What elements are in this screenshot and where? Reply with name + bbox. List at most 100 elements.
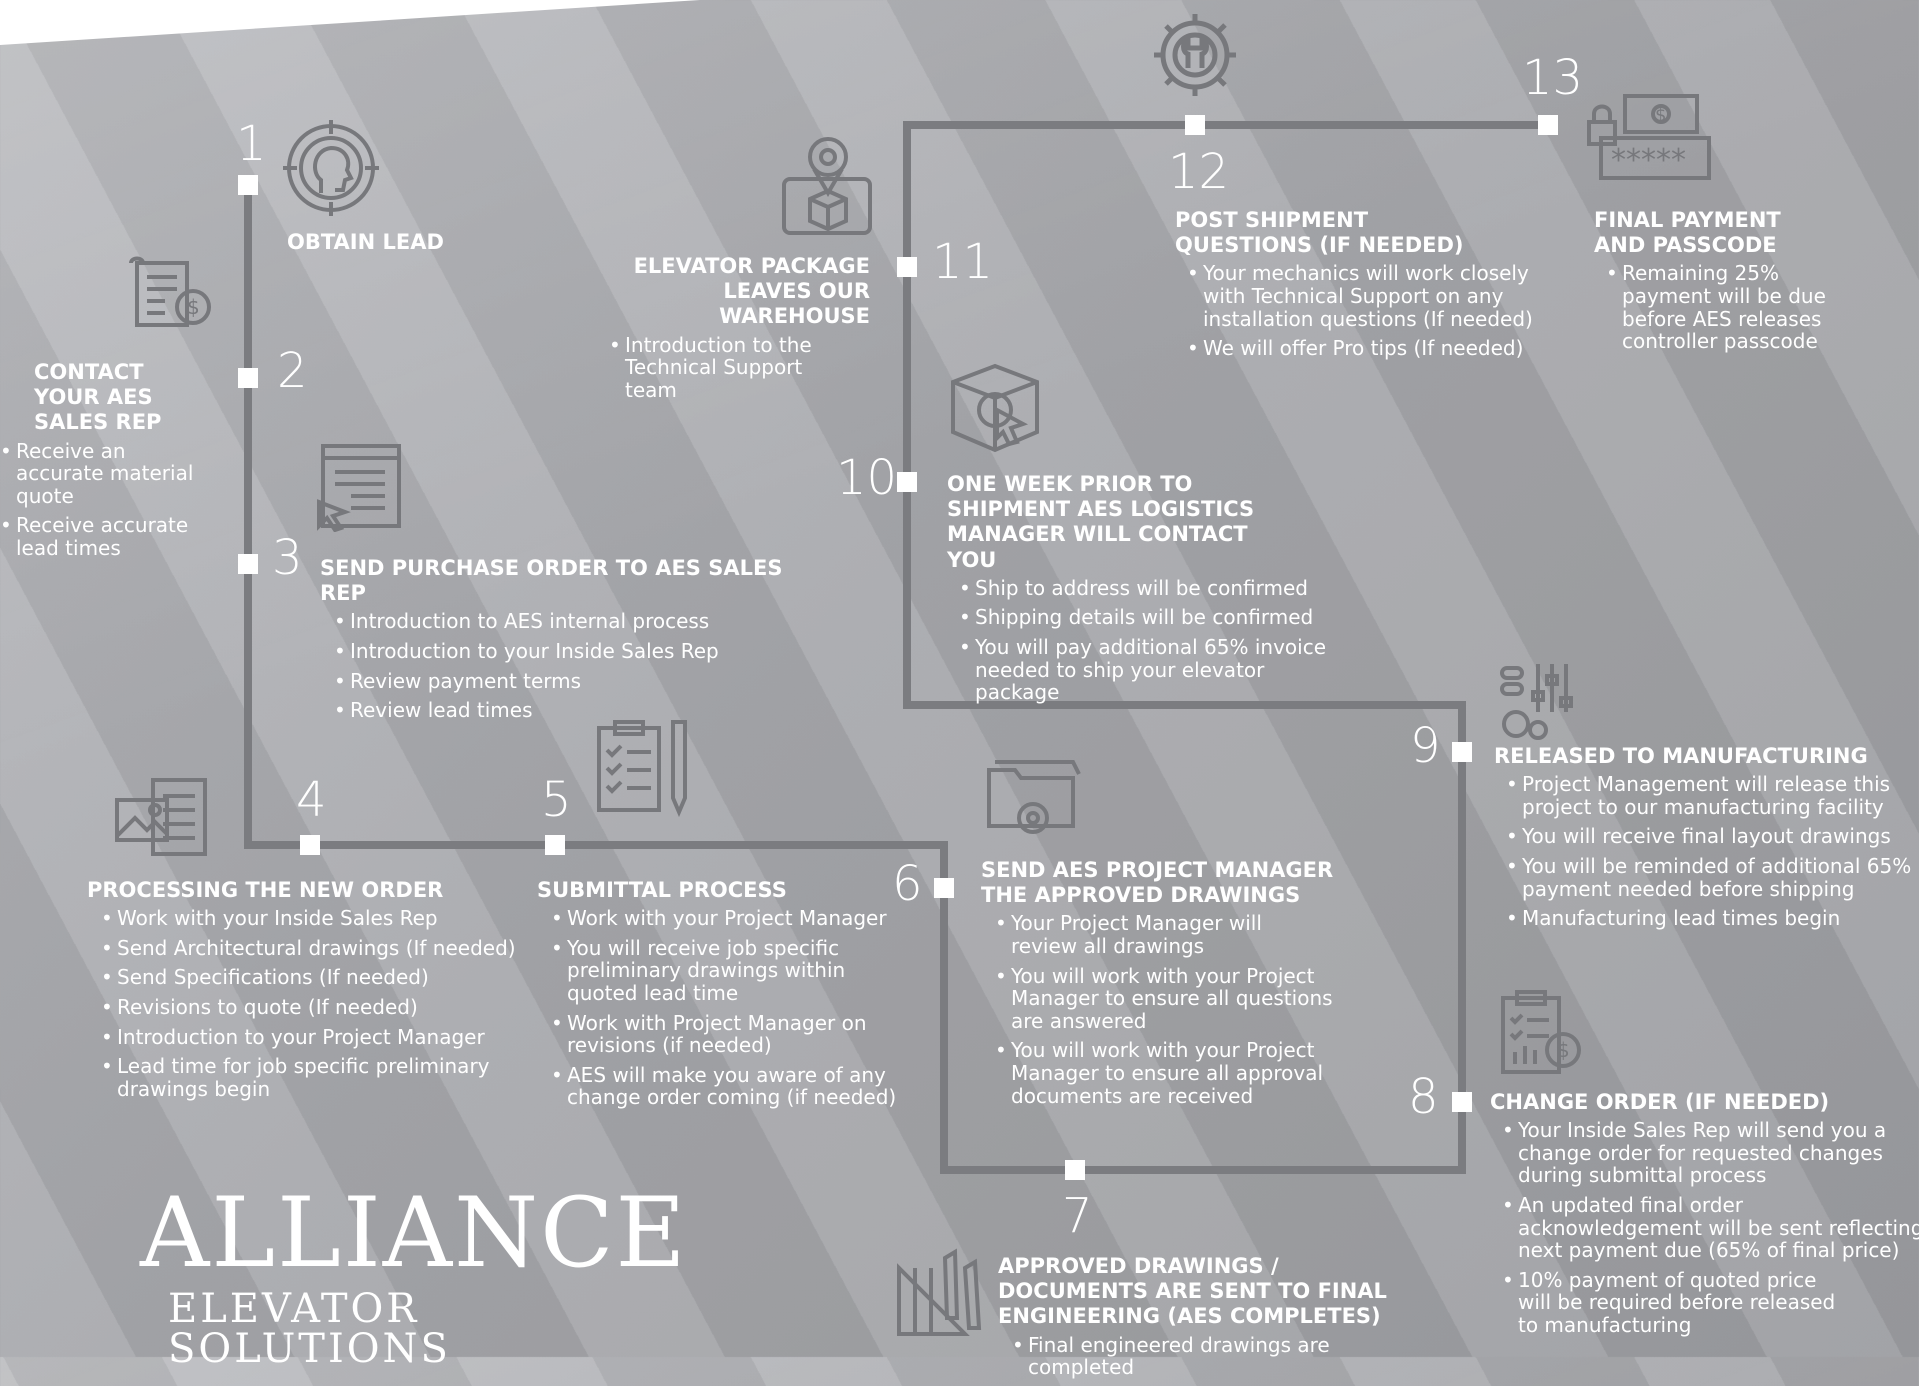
step-9-bullet: You will receive final layout drawings	[1506, 825, 1919, 848]
step-3-title: SEND PURCHASE ORDER TO AES SALES REP	[320, 556, 783, 606]
step-13-title: FINAL PAYMENT AND PASSCODE	[1594, 208, 1781, 258]
step-7-bullet: Final engineered drawings are completed	[1012, 1333, 1438, 1379]
step-9-title: RELEASED TO MANUFACTURING	[1494, 744, 1868, 768]
step-10-title: ONE WEEK PRIOR TO SHIPMENT AES LOGISTICS…	[947, 472, 1255, 572]
step-3-bullet: Introduction to your Inside Sales Rep	[334, 640, 800, 663]
process-path	[244, 121, 1548, 1174]
step-13-number: 13	[1522, 50, 1584, 106]
step-3-bullet: Introduction to AES internal process	[334, 610, 800, 633]
step-6-bullet: Your Project Manager will review all dra…	[995, 912, 1311, 957]
step-4-bullet: Work with your Inside Sales Rep	[101, 907, 527, 930]
step-5-bullet: Work with your Project Manager	[551, 907, 907, 930]
step-10-number: 10	[836, 450, 898, 506]
step-1-number: 1	[236, 116, 267, 172]
step-4-title: PROCESSING THE NEW ORDER	[87, 878, 444, 902]
step-8-bullet: An updated final order acknowledgement w…	[1502, 1194, 1919, 1262]
gears-sliders-icon	[1500, 664, 1573, 740]
step-3-block: SEND PURCHASE ORDER TO AES SALES REP Int…	[320, 556, 800, 729]
step-2-bullet: Receive accurate lead times	[0, 514, 216, 559]
step-4-bullet: Send Architectural drawings (If needed)	[101, 937, 527, 960]
svg-text:$: $	[187, 295, 200, 319]
step-12-node	[1185, 115, 1205, 135]
step-2-title: CONTACT YOUR AES SALES REP	[34, 360, 162, 435]
step-9-node	[1452, 742, 1472, 762]
step-8-title: CHANGE ORDER (IF NEEDED)	[1490, 1090, 1830, 1114]
logo-name: ALLIANCE	[140, 1177, 688, 1289]
step-12-bullet: We will offer Pro tips (If needed)	[1187, 337, 1545, 360]
step-10-block: ONE WEEK PRIOR TO SHIPMENT AES LOGISTICS…	[947, 472, 1347, 711]
step-6-bullet: You will work with your Project Manager …	[995, 964, 1341, 1033]
step-10-node	[897, 472, 917, 492]
step-1-title: OBTAIN LEAD	[287, 230, 444, 254]
step-1-block: OBTAIN LEAD	[287, 230, 507, 259]
step-4-bullet: Introduction to your Project Manager	[101, 1025, 527, 1049]
svg-text:$: $	[1557, 1038, 1570, 1062]
step-2-node	[238, 368, 258, 388]
step-6-node	[934, 878, 954, 898]
step-5-bullet: AES will make you aware of any change or…	[551, 1063, 907, 1109]
folder-gear-icon	[987, 760, 1081, 834]
step-5-bullet: Work with Project Manager on revisions (…	[551, 1011, 887, 1057]
gear-wrench-icon	[1154, 14, 1236, 96]
phone-location-box-icon	[782, 137, 872, 235]
step-12-title: POST SHIPMENT QUESTIONS (IF NEEDED)	[1175, 208, 1464, 258]
step-7-node	[1065, 1160, 1085, 1180]
step-12-block: POST SHIPMENT QUESTIONS (IF NEEDED) Your…	[1175, 208, 1545, 367]
step-1-node	[238, 175, 258, 195]
cash-lock-icon: $ *****	[1587, 94, 1711, 180]
step-2-block: CONTACT YOUR AES SALES REP Receive an ac…	[0, 360, 230, 567]
step-4-node	[300, 835, 320, 855]
logo-subtitle: ELEVATOR SOLUTIONS	[168, 1286, 451, 1372]
step-11-title: ELEVATOR PACKAGE LEAVES OUR WAREHOUSE	[633, 254, 870, 329]
step-4-number: 4	[296, 772, 327, 828]
step-3-bullet: Review payment terms	[334, 669, 800, 693]
step-13-node	[1538, 115, 1558, 135]
step-6-title: SEND AES PROJECT MANAGER THE APPROVED DR…	[981, 858, 1334, 908]
drafting-tools-icon	[897, 1248, 982, 1336]
clipboard-dollar-icon: $	[1501, 990, 1581, 1074]
svg-text:*****: *****	[1611, 143, 1686, 178]
browser-cursor-icon	[317, 444, 401, 532]
step-5-block: SUBMITTAL PROCESS Work with your Project…	[537, 878, 907, 1116]
step-4-bullet: Send Specifications (If needed)	[101, 966, 527, 989]
step-9-bullet: You will be reminded of additional 65% p…	[1506, 855, 1919, 900]
step-10-bullet: Ship to address will be confirmed	[959, 577, 1347, 600]
step-4-bullet: Revisions to quote (If needed)	[101, 996, 527, 1019]
step-11-node	[897, 257, 917, 277]
alliance-logo: ALLIANCE ELEVATOR SOLUTIONS	[140, 1185, 700, 1369]
step-11-bullet: Introduction to the Technical Support te…	[609, 333, 855, 402]
step-4-block: PROCESSING THE NEW ORDER Work with your …	[87, 878, 527, 1107]
step-3-node	[238, 554, 258, 574]
checklist-pen-icon	[597, 720, 687, 818]
step-4-bullet: Lead time for job specific preliminary d…	[101, 1055, 497, 1100]
step-5-node	[545, 835, 565, 855]
step-3-bullet: Review lead times	[334, 699, 800, 722]
step-11-number: 11	[932, 234, 994, 290]
step-10-bullet: You will pay additional 65% invoice need…	[959, 636, 1345, 704]
step-9-number: 9	[1410, 718, 1441, 774]
step-7-number: 7	[1062, 1188, 1093, 1244]
step-8-block: CHANGE ORDER (IF NEEDED) Your Inside Sal…	[1490, 1090, 1919, 1344]
step-2-number: 2	[277, 343, 308, 399]
step-7-title: APPROVED DRAWINGS / DOCUMENTS ARE SENT T…	[998, 1254, 1387, 1329]
step-11-block: ELEVATOR PACKAGE LEAVES OUR WAREHOUSE In…	[595, 254, 870, 408]
step-9-block: RELEASED TO MANUFACTURING Project Manage…	[1494, 744, 1919, 937]
step-9-bullet: Project Management will release this pro…	[1506, 773, 1919, 818]
step-13-block: FINAL PAYMENT AND PASSCODE Remaining 25%…	[1594, 208, 1854, 360]
step-6-block: SEND AES PROJECT MANAGER THE APPROVED DR…	[981, 858, 1371, 1114]
scroll-dollar-icon: $	[129, 256, 211, 327]
step-6-bullet: You will work with your Project Manager …	[995, 1039, 1341, 1107]
step-13-bullet: Remaining 25% payment will be due before…	[1606, 262, 1852, 352]
step-5-title: SUBMITTAL PROCESS	[537, 878, 787, 902]
svg-text:$: $	[1655, 105, 1666, 126]
box-target-icon	[951, 363, 1039, 453]
target-head-icon	[283, 120, 379, 216]
step-5-bullet: You will receive job specific preliminar…	[551, 937, 867, 1005]
step-8-bullet: 10% payment of quoted price will be requ…	[1502, 1268, 1848, 1337]
step-12-number: 12	[1168, 144, 1230, 200]
step-6-number: 6	[892, 856, 923, 912]
step-7-block: APPROVED DRAWINGS / DOCUMENTS ARE SENT T…	[998, 1254, 1438, 1386]
step-12-bullet: Your mechanics will work closely with Te…	[1187, 262, 1553, 330]
step-8-bullet: Your Inside Sales Rep will send you a ch…	[1502, 1119, 1898, 1187]
step-8-node	[1452, 1092, 1472, 1112]
